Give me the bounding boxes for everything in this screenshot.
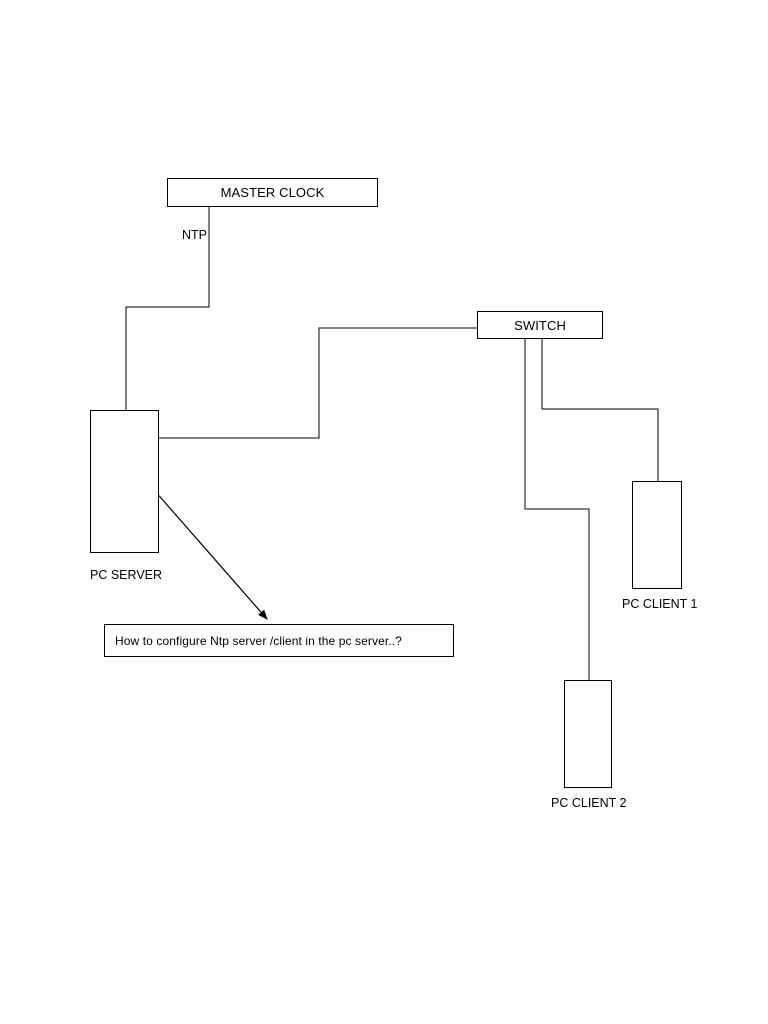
link-switch-to-pc-client-2 — [524, 339, 590, 680]
pc-client-2-label: PC CLIENT 2 — [551, 796, 627, 810]
link-master-clock-to-pc-server — [125, 207, 210, 410]
switch-label: SWITCH — [514, 317, 566, 333]
question-callout: How to configure Ntp server /client in t… — [104, 624, 454, 657]
pc-client-2-node — [564, 680, 612, 788]
pc-server-label: PC SERVER — [90, 568, 163, 582]
pc-server-node — [90, 410, 159, 553]
pc-client-1-node — [632, 481, 682, 589]
link-pc-server-to-switch — [159, 327, 477, 439]
ntp-link-label: NTP — [182, 228, 207, 242]
pc-client-1-label: PC CLIENT 1 — [622, 597, 698, 611]
question-text: How to configure Ntp server /client in t… — [115, 633, 402, 648]
master-clock-node: MASTER CLOCK — [167, 178, 378, 207]
switch-node: SWITCH — [477, 311, 603, 339]
master-clock-label: MASTER CLOCK — [220, 185, 325, 200]
link-switch-to-pc-client-1 — [541, 339, 659, 481]
